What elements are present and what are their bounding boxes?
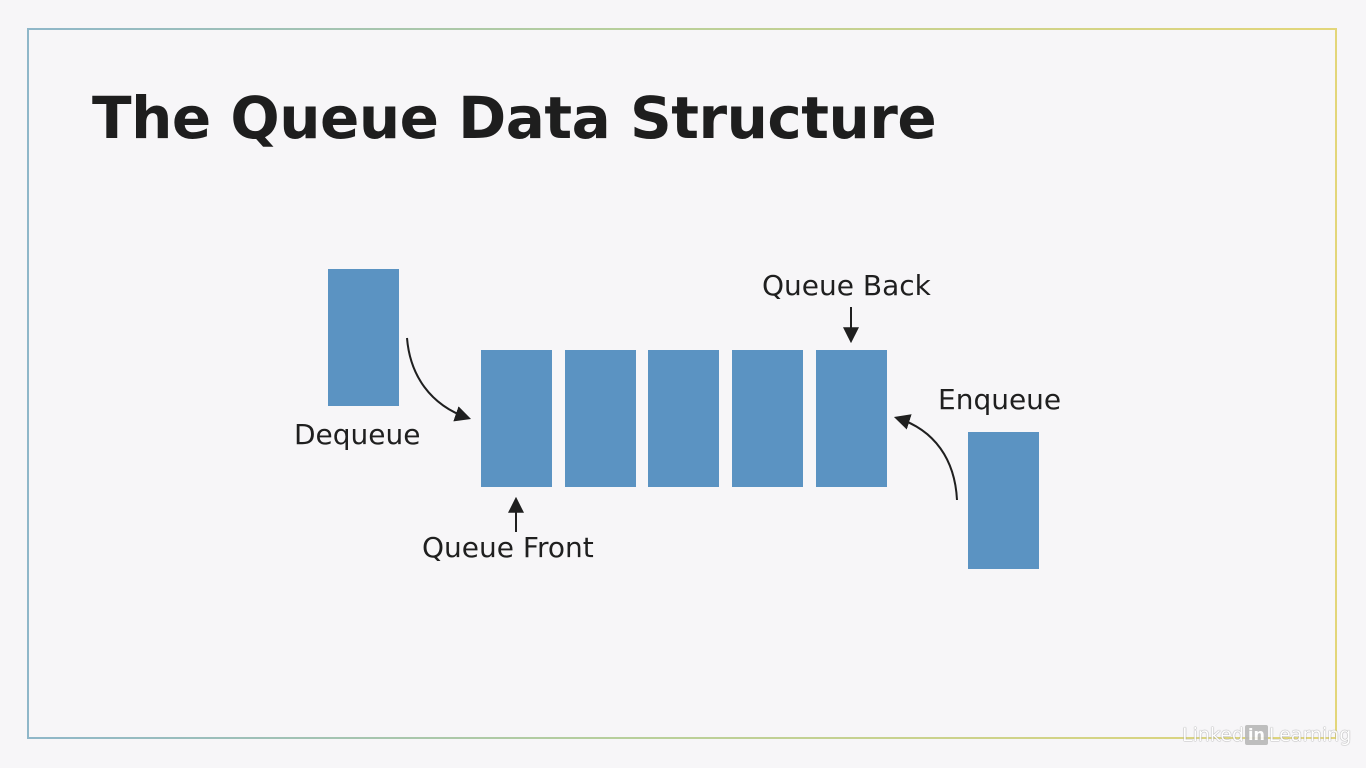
queue-back-label: Queue Back — [762, 269, 931, 302]
watermark-linked-text: Linked — [1182, 724, 1244, 746]
linkedin-learning-watermark: Linked in Learning — [1182, 724, 1351, 746]
queue-item — [565, 350, 636, 487]
queue-item-back — [816, 350, 887, 487]
watermark-learning-text: Learning — [1268, 724, 1352, 746]
dequeued-item — [328, 269, 399, 406]
linkedin-logo-icon: in — [1244, 725, 1268, 745]
queue-item-front — [481, 350, 552, 487]
queue-item — [648, 350, 719, 487]
dequeue-label: Dequeue — [294, 418, 421, 451]
enqueue-label: Enqueue — [938, 383, 1062, 416]
queue-item — [732, 350, 803, 487]
slide-title: The Queue Data Structure — [92, 84, 937, 152]
enqueued-item — [968, 432, 1039, 569]
queue-front-label: Queue Front — [422, 531, 594, 564]
